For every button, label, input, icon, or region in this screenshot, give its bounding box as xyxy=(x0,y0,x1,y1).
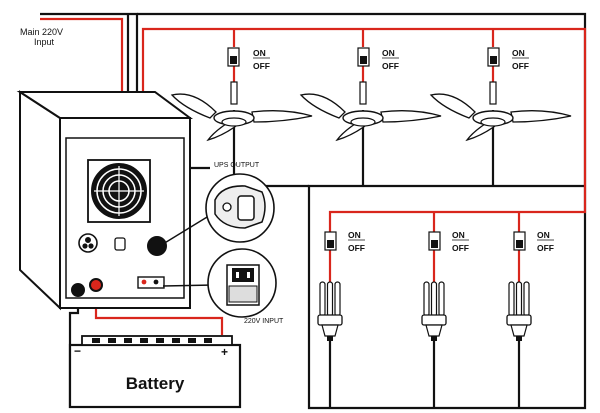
lamp-switch-3-off: OFF xyxy=(537,243,554,253)
fan-switch-3[interactable]: ON OFF xyxy=(487,47,529,71)
lamp-switch-1-off: OFF xyxy=(348,243,365,253)
battery-plus-sign: + xyxy=(221,345,228,359)
fan-switch-2-off: OFF xyxy=(382,61,399,71)
fan-switch-2[interactable]: ON OFF xyxy=(357,47,399,71)
lamp-switch-2-on: ON xyxy=(452,230,465,240)
ups-unit xyxy=(16,90,194,311)
input-plug-callout: 220V INPUT xyxy=(207,248,284,325)
ups-battery-terminal-pos xyxy=(89,278,103,292)
fan-switch-1-on: ON xyxy=(253,48,266,58)
lamp-switch-3[interactable]: ON OFF xyxy=(513,230,554,253)
fan-switch-2-on: ON xyxy=(382,48,395,58)
cfl-lamp-1-icon xyxy=(317,281,343,341)
battery-minus-sign: − xyxy=(74,344,81,358)
fan-switch-1-off: OFF xyxy=(253,61,270,71)
ceiling-fan-1-icon xyxy=(170,81,313,142)
battery-body xyxy=(68,343,242,409)
input-220v-label: 220V INPUT xyxy=(244,318,284,325)
load-neutral-bus xyxy=(137,12,587,410)
fan-switch-3-off: OFF xyxy=(512,61,529,71)
lamp-switch-2-off: OFF xyxy=(452,243,469,253)
main-input-label-line2: Input xyxy=(34,37,55,47)
cfl-lamp-3-icon xyxy=(506,281,532,341)
ups-output-socket xyxy=(147,236,167,256)
fan-switch-3-on: ON xyxy=(512,48,525,58)
fan-switch-1[interactable]: ON OFF xyxy=(227,47,270,71)
ups-input-socket xyxy=(137,276,165,289)
ceiling-fan-3-icon xyxy=(429,81,572,142)
ups-output-label: UPS OUTPUT xyxy=(214,162,260,169)
main-input-label-line1: Main 220V xyxy=(20,27,63,37)
battery-label: Battery xyxy=(126,374,185,393)
lamp-switch-2[interactable]: ON OFF xyxy=(428,230,469,253)
ups-output-plug-callout: UPS OUTPUT xyxy=(205,162,275,243)
ceiling-fan-2-icon xyxy=(299,81,442,142)
lamp-switch-1-on: ON xyxy=(348,230,361,240)
ups-battery-terminal-neg xyxy=(71,283,85,297)
lamp-switch-3-on: ON xyxy=(537,230,550,240)
ups-indicator xyxy=(114,237,126,251)
lamp-switch-1[interactable]: ON OFF xyxy=(324,230,365,253)
ups-side-face xyxy=(19,90,61,311)
battery: − + Battery xyxy=(68,335,242,409)
cfl-lamp-2-icon xyxy=(421,281,447,341)
